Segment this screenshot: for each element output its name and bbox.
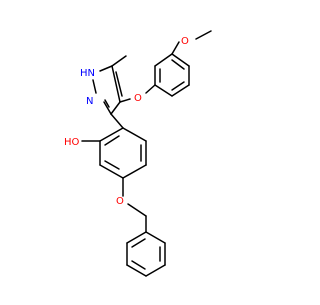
- bond: [145, 264, 166, 277]
- bond: [99, 164, 124, 179]
- bond: [171, 84, 190, 97]
- bond: [154, 53, 173, 67]
- bond-c4-c3: [110, 101, 121, 115]
- bond-methyl-o: [195, 30, 212, 40]
- double-bond-inner: [131, 238, 146, 248]
- atom-label-oh: HO: [64, 137, 80, 148]
- atom-label-o-aryl-ether: O: [134, 93, 142, 104]
- double-bond-inner: [171, 59, 185, 70]
- bond: [171, 53, 190, 67]
- methoxy-group: [171, 30, 212, 55]
- atom-label-nh: HN: [80, 68, 95, 79]
- bond: [122, 127, 147, 142]
- double-bond-inner: [171, 81, 185, 91]
- bond: [145, 231, 166, 244]
- bond-o-ch2: [127, 203, 147, 217]
- bond-n2-n1: [92, 79, 97, 94]
- bond-n1-c5: [99, 65, 113, 72]
- bond-pyrazole-phenol: [110, 113, 124, 129]
- double-bond-inner: [104, 99, 110, 108]
- double-bond-inner: [115, 71, 123, 97]
- bond-o-ring: [171, 41, 180, 55]
- bond-c5-c4: [111, 65, 121, 103]
- bond: [126, 231, 147, 244]
- atom-label-o-methoxy: O: [181, 36, 189, 47]
- atom-label-n: N: [86, 96, 93, 107]
- double-bond-inner: [104, 135, 120, 146]
- bond-c5-methyl: [111, 55, 127, 67]
- bond: [154, 84, 173, 97]
- bond: [126, 264, 147, 277]
- structure-svg: O O HN N HO O: [64, 30, 212, 277]
- phenol-ring: [99, 127, 147, 179]
- double-bond-inner: [104, 160, 120, 170]
- atom-label-o-benzyl: O: [116, 196, 124, 207]
- methoxyphenyl-ring: [154, 53, 190, 97]
- bond: [122, 164, 147, 179]
- molecule-drawing: O O HN N HO O: [64, 30, 212, 277]
- double-bond-inner: [131, 260, 146, 270]
- benzyl-ring: [126, 231, 166, 277]
- bond: [99, 127, 124, 142]
- bond-o-pyrazole: [119, 98, 131, 103]
- bond-c3-n2: [103, 101, 112, 115]
- pyrazole-ring: [92, 55, 127, 115]
- bond-ring-o: [145, 84, 156, 94]
